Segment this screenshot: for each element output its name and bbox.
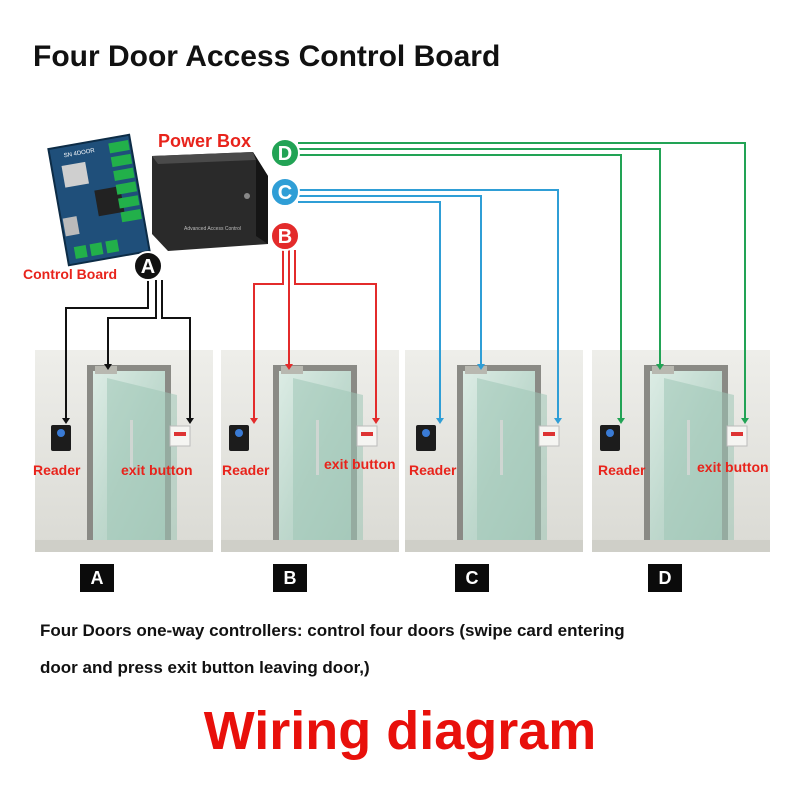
power-box-text: Advanced Access Control xyxy=(184,226,241,232)
floor xyxy=(592,540,770,552)
arrow-d-exit xyxy=(741,418,749,424)
page-title: Four Door Access Control Board xyxy=(33,40,501,73)
floor xyxy=(35,540,213,552)
reader-led-icon xyxy=(422,429,430,437)
arrow-c-reader xyxy=(436,418,444,424)
power-box-label: Power Box xyxy=(158,131,252,151)
wire-c-reader xyxy=(298,201,441,420)
wire-a-door xyxy=(107,280,157,366)
door-panel-a xyxy=(35,350,213,552)
wire-node-b: B xyxy=(270,221,300,251)
control-board-device: SN 4DOOR xyxy=(47,133,151,267)
reader-device-icon xyxy=(416,425,436,451)
door-closer xyxy=(281,366,303,374)
wire-node-letter: B xyxy=(278,226,292,248)
wire-node-letter: D xyxy=(278,143,292,165)
door-closer xyxy=(652,366,674,374)
wire-node-circle xyxy=(270,221,300,251)
arrow-a-door xyxy=(104,364,112,370)
arrow-b-exit xyxy=(372,418,380,424)
wire-node-d: D xyxy=(270,138,300,168)
wire-a-reader xyxy=(65,280,149,420)
floor xyxy=(221,540,399,552)
door-c-tag: C xyxy=(455,564,489,592)
door-handle xyxy=(687,420,690,475)
door-d-reader-label: Reader xyxy=(598,462,646,478)
wire-b-exit xyxy=(294,250,377,420)
arrow-d-door xyxy=(656,364,664,370)
door-panel-d xyxy=(592,350,770,552)
wire-d-door xyxy=(298,148,661,366)
door-c-reader-label: Reader xyxy=(409,462,457,478)
wire-a-exit xyxy=(161,280,191,420)
door-handle xyxy=(316,420,319,475)
arrow-b-door xyxy=(285,364,293,370)
reader-led-icon xyxy=(235,429,243,437)
door-closer xyxy=(465,366,487,374)
control-board-label: Control Board xyxy=(23,266,118,282)
exit-button-mark xyxy=(361,432,373,436)
wiring-diagram-heading: Wiring diagram xyxy=(203,701,597,761)
door-handle xyxy=(130,420,133,475)
door-panel-c xyxy=(405,350,583,552)
glass-door-open xyxy=(107,378,177,552)
wire-d-reader xyxy=(298,154,622,420)
caption-line-1: Four Doors one-way controllers: control … xyxy=(40,621,625,640)
reader-device-icon xyxy=(600,425,620,451)
reader-device-icon xyxy=(229,425,249,451)
wire-node-c: C xyxy=(270,177,300,207)
wire-node-letter: C xyxy=(278,182,292,204)
reader-led-icon xyxy=(57,429,65,437)
door-handle xyxy=(500,420,503,475)
door-b-exit-label: exit button xyxy=(324,456,396,472)
door-a-tag: A xyxy=(80,564,114,592)
door-a-reader-label: Reader xyxy=(33,462,81,478)
wire-node-circle xyxy=(270,177,300,207)
arrow-c-door xyxy=(477,364,485,370)
door-b-reader-label: Reader xyxy=(222,462,270,478)
exit-button-mark xyxy=(174,432,186,436)
exit-button-mark xyxy=(731,432,743,436)
reader-led-icon xyxy=(606,429,614,437)
door-closer xyxy=(95,366,117,374)
door-panel-b xyxy=(221,350,399,552)
door-d-exit-label: exit button xyxy=(697,459,769,475)
door-b-tag: B xyxy=(273,564,307,592)
wire-c-door xyxy=(298,195,482,366)
wire-node-letter: A xyxy=(141,256,155,278)
caption-line-2: door and press exit button leaving door,… xyxy=(40,658,370,677)
description-caption: Four Doors one-way controllers: control … xyxy=(40,612,780,686)
glass-door-open xyxy=(664,378,734,552)
wire-node-circle xyxy=(270,138,300,168)
wire-node-circle xyxy=(133,251,163,281)
glass-door-open xyxy=(293,378,363,552)
wire-c-exit xyxy=(298,189,559,420)
arrow-a-exit xyxy=(186,418,194,424)
power-box-device: Advanced Access Control xyxy=(152,152,268,251)
floor xyxy=(405,540,583,552)
arrow-a-reader xyxy=(62,418,70,424)
wire-b-reader xyxy=(253,250,284,420)
arrow-c-exit xyxy=(554,418,562,424)
arrow-d-reader xyxy=(617,418,625,424)
glass-door-open xyxy=(477,378,547,552)
arrow-b-reader xyxy=(250,418,258,424)
wire-d-exit xyxy=(298,142,746,420)
exit-button-mark xyxy=(543,432,555,436)
door-d-tag: D xyxy=(648,564,682,592)
wire-node-a: A xyxy=(133,251,163,281)
door-a-exit-label: exit button xyxy=(121,462,193,478)
reader-device-icon xyxy=(51,425,71,451)
board-text: SN 4DOOR xyxy=(63,148,96,159)
